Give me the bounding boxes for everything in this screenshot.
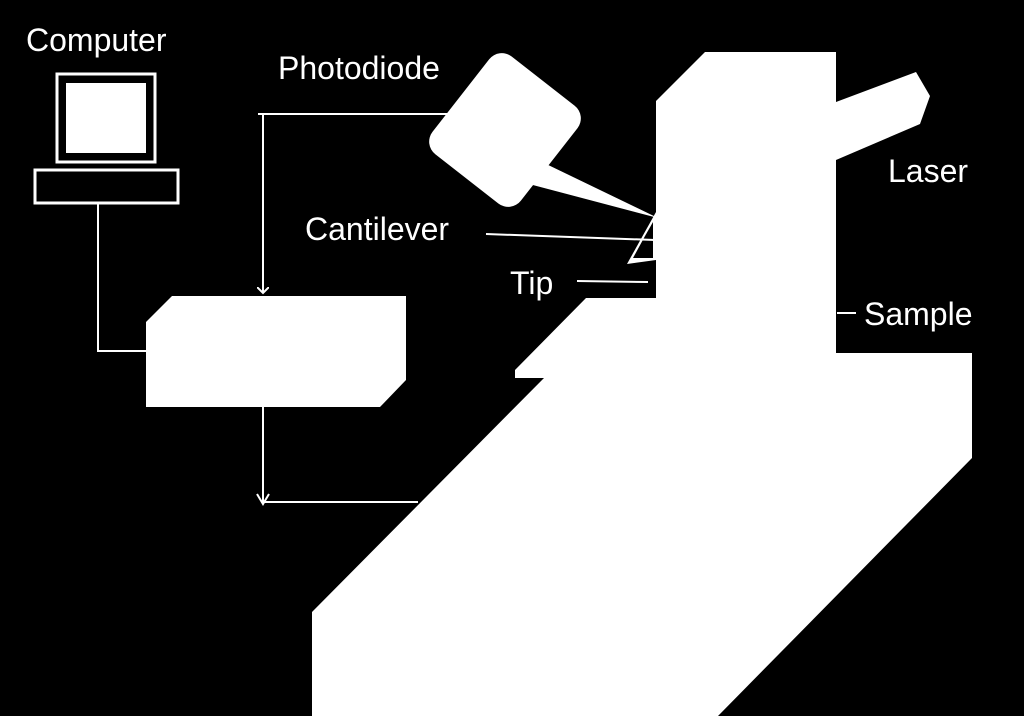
- photodiode-head: [429, 53, 581, 207]
- computer-icon: [33, 72, 180, 205]
- scanner-column: [656, 52, 836, 353]
- computer-keyboard: [33, 168, 180, 205]
- cantilever-leader-line: [485, 233, 656, 241]
- label-laser: Laser: [888, 153, 968, 189]
- laser-icon: [836, 72, 930, 160]
- scanner-arrow-icon: [256, 493, 270, 506]
- sample-stage: [312, 298, 972, 716]
- label-tip: Tip: [510, 265, 553, 301]
- label-computer: Computer: [26, 22, 167, 58]
- controller-box: [146, 296, 406, 407]
- photodiode-icon: [429, 53, 658, 218]
- photodiode-stem: [529, 162, 658, 218]
- label-sample: Sample: [864, 296, 973, 332]
- computer-connection-line: [97, 203, 146, 352]
- label-cantilever: Cantilever: [305, 211, 449, 247]
- computer-screen: [66, 83, 146, 153]
- computer-monitor-frame: [55, 72, 157, 164]
- label-photodiode: Photodiode: [278, 50, 440, 86]
- scanner-control-line: [262, 407, 418, 503]
- tip-leader-line: [576, 280, 649, 283]
